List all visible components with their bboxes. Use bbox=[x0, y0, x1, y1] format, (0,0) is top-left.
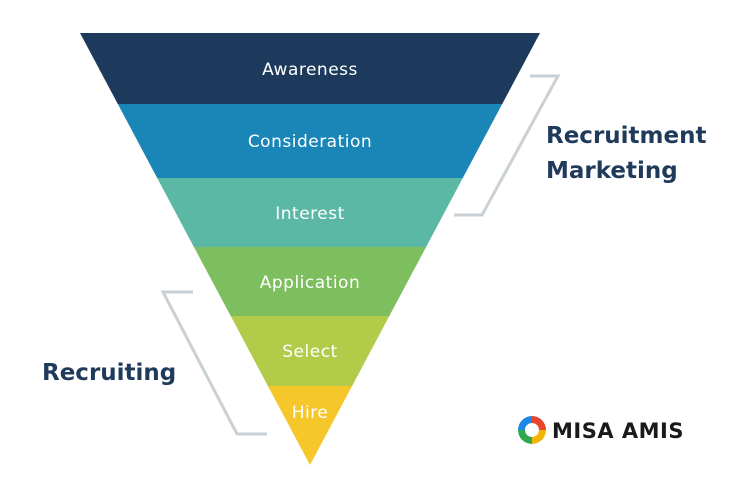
stage-label-select: Select bbox=[282, 342, 337, 362]
funnel-band-awareness bbox=[80, 33, 540, 104]
funnel-band-hire bbox=[267, 386, 353, 465]
stage-label-consideration: Consideration bbox=[248, 132, 372, 152]
stage-label-hire: Hire bbox=[292, 403, 329, 423]
funnel: Awareness Consideration Interest Applica… bbox=[80, 33, 540, 465]
misa-amis-logo-text: MISA AMIS bbox=[552, 419, 684, 443]
funnel-band-interest bbox=[157, 178, 463, 247]
recruitment-marketing-label-line1: Recruitment bbox=[546, 123, 706, 149]
stage-label-interest: Interest bbox=[275, 204, 345, 224]
recruiting-bracket bbox=[160, 290, 267, 436]
recruitment-marketing-label-line2: Marketing bbox=[546, 158, 678, 184]
stage-label-awareness: Awareness bbox=[262, 60, 358, 80]
misa-amis-logo: MISA AMIS bbox=[518, 416, 684, 444]
funnel-band-consideration bbox=[117, 104, 503, 178]
recruiting-label: Recruiting bbox=[42, 360, 176, 386]
misa-amis-logo-icon bbox=[518, 416, 546, 444]
funnel-band-select bbox=[230, 316, 390, 386]
stage-label-application: Application bbox=[260, 273, 361, 293]
funnel-band-application bbox=[193, 247, 427, 316]
recruitment-marketing-bracket bbox=[454, 74, 561, 217]
